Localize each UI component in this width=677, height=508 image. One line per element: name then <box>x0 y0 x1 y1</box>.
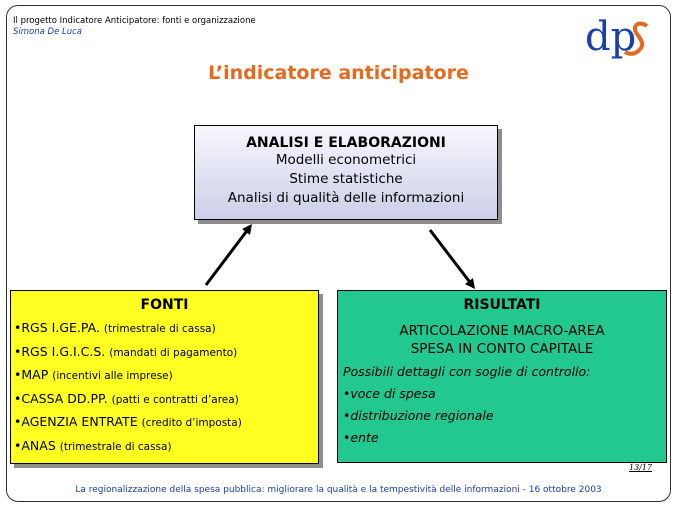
risultati-caption: ARTICOLAZIONE MACRO-AREA <box>399 323 605 339</box>
fonti-box: FONTI •RGS I.GE.PA. (trimestrale di cass… <box>10 290 319 464</box>
fonti-item: •ANAS (trimestrale di cassa) <box>14 437 172 453</box>
slide-title: L’indicatore anticipatore <box>208 62 469 84</box>
arrow-analisi-to-risultati <box>428 229 476 289</box>
header-author: Simona De Luca <box>13 27 83 37</box>
analisi-line: Modelli econometrici <box>275 152 417 168</box>
fonti-item: •AGENZIA ENTRATE (credito d’imposta) <box>14 414 242 430</box>
page-number: 13/17 <box>629 463 653 472</box>
fonti-item: •RGS I.G.I.C.S. (mandati di pagamento) <box>14 343 238 359</box>
risultati-possibili: Possibili dettagli con soglie di control… <box>343 364 591 379</box>
analisi-line: Stime statistiche <box>289 171 403 187</box>
analisi-title: ANALISI E ELABORAZIONI <box>246 135 446 151</box>
logo-s-mark <box>623 21 649 56</box>
slide-footer: La regionalizzazione della spesa pubblic… <box>75 485 602 495</box>
risultati-box: RISULTATI ARTICOLAZIONE MACRO-AREA SPESA… <box>337 290 667 463</box>
fonti-item: •MAP (incentivi alle imprese) <box>14 367 173 383</box>
risultati-item: •ente <box>343 430 379 445</box>
risultati-title: RISULTATI <box>463 297 541 313</box>
arrow-fonti-to-analisi <box>204 224 253 286</box>
fonti-item: •CASSA DD.PP. (patti e contratti d’area) <box>14 390 239 406</box>
analisi-line: Analisi di qualità delle informazioni <box>227 190 465 206</box>
risultati-item: •voce di spesa <box>343 386 436 401</box>
header-title: Il progetto Indicatore Anticipatore: fon… <box>13 16 256 26</box>
dps-logo: dp <box>585 14 649 60</box>
fonti-item: •RGS I.GE.PA. (trimestrale di cassa) <box>14 320 216 335</box>
fonti-title: FONTI <box>140 297 189 313</box>
analisi-box: ANALISI E ELABORAZIONI Modelli econometr… <box>194 125 498 220</box>
risultati-item: •distribuzione regionale <box>343 408 494 423</box>
risultati-caption: SPESA IN CONTO CAPITALE <box>410 341 594 357</box>
